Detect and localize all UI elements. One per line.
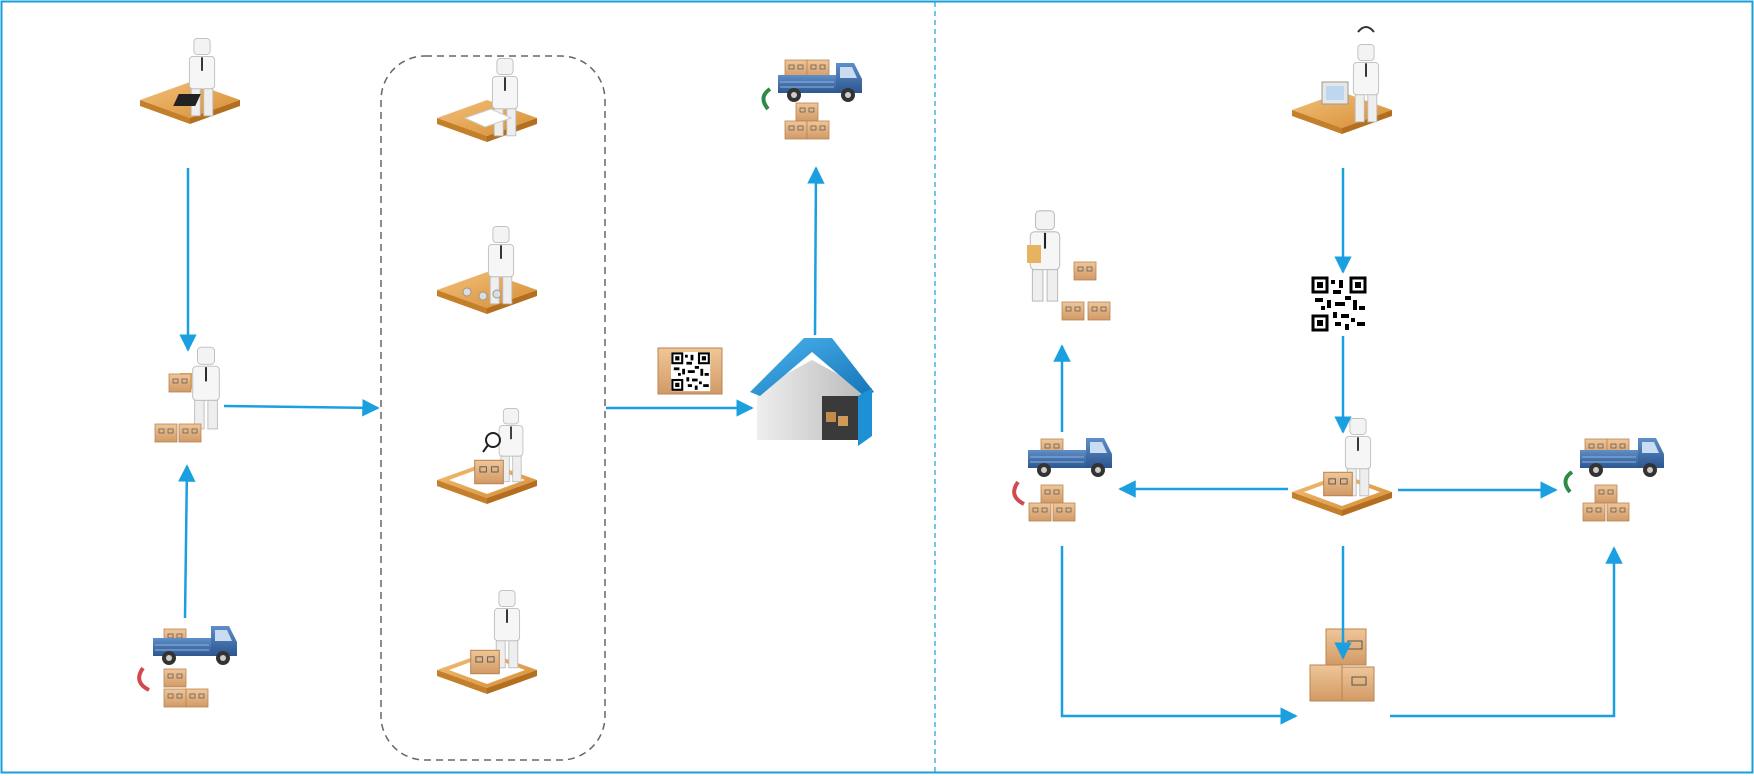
arrow-return-truck-to-boxes	[1060, 546, 1298, 725]
arrow-boxes-to-outbound-truck	[1390, 546, 1623, 718]
return-truck-icon	[1012, 437, 1113, 522]
qr-label-boxes-icon	[657, 347, 723, 395]
clerk-document-desk-icon	[437, 57, 537, 142]
packer-desk-right-icon	[1292, 417, 1392, 516]
inspector-magnifier-box-icon	[437, 407, 537, 504]
arrow-truck-to-receiving	[178, 464, 196, 619]
warehouse-icon	[750, 338, 874, 446]
qr-code-icon	[1309, 274, 1369, 334]
clerk-calculator-desk-icon	[140, 37, 240, 124]
clerk-clipboard-boxes-icon	[1027, 209, 1111, 321]
clerk-parts-desk-icon	[437, 225, 537, 314]
outbound-truck-icon	[761, 59, 863, 140]
packer-box-desk-icon	[437, 589, 537, 694]
outbound-truck-right-icon	[1563, 437, 1665, 522]
receiving-clerk-boxes-icon	[154, 346, 221, 443]
stacked-boxes-icon	[1309, 628, 1375, 702]
arrow-receiving-to-process	[223, 399, 380, 417]
arrow-warehouse-to-truck	[807, 166, 825, 336]
support-agent-computer-icon	[1292, 26, 1392, 134]
inbound-truck-return-icon	[137, 625, 238, 708]
